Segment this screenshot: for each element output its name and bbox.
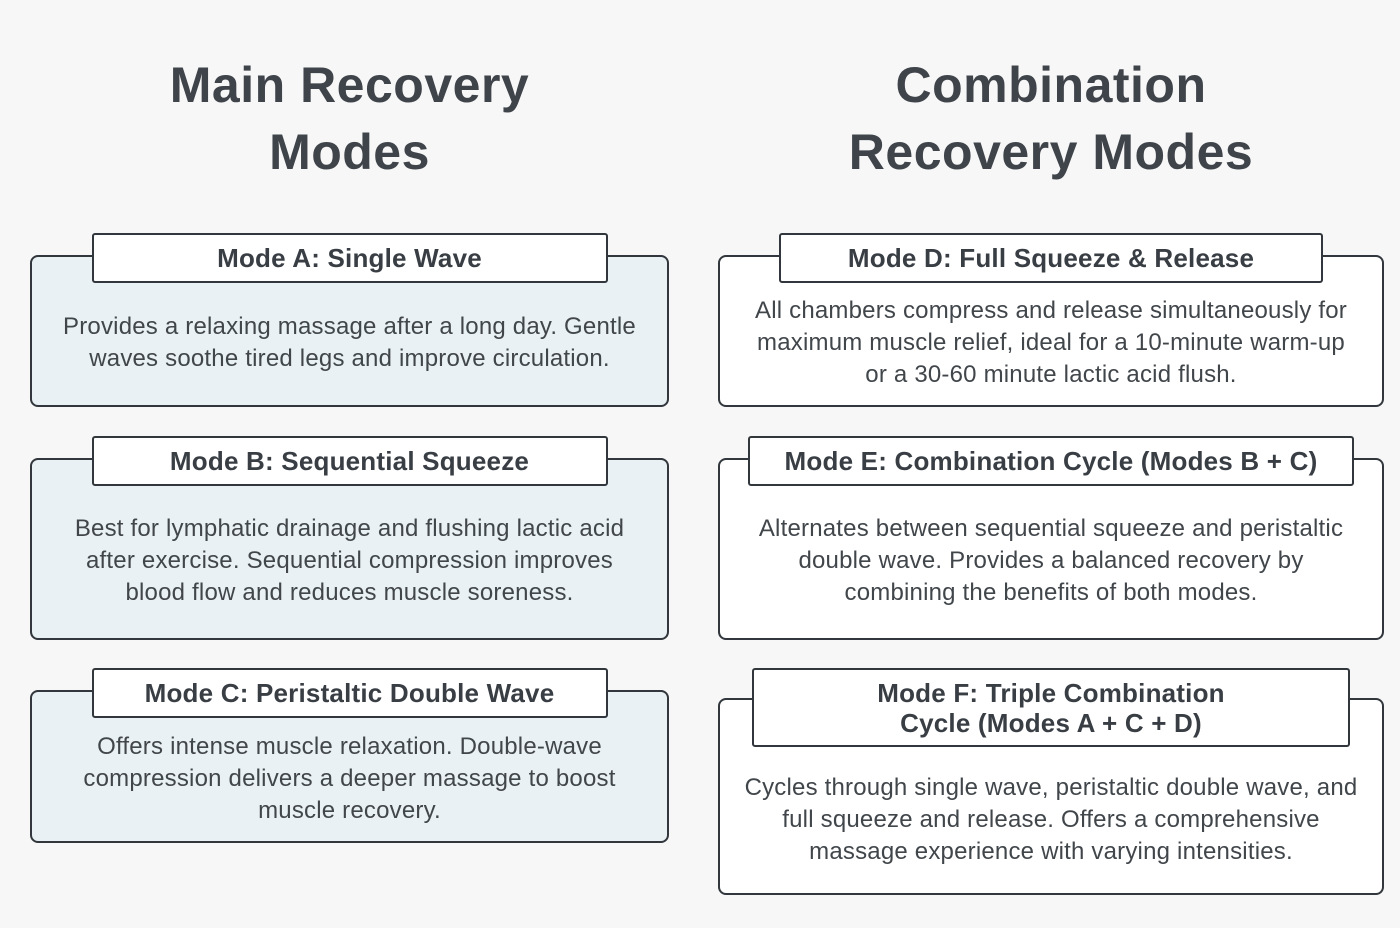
mode-c-block: Offers intense muscle relaxation. Double… [30, 668, 669, 843]
mode-e-card: Alternates between sequential squeeze an… [718, 458, 1384, 640]
mode-c-title: Mode C: Peristaltic Double Wave [144, 678, 555, 708]
left-column-title: Main Recovery Modes [169, 57, 530, 180]
mode-e-block: Alternates between sequential squeeze an… [718, 436, 1384, 640]
mode-c-description: Offers intense muscle relaxation. Double… [83, 732, 616, 824]
mode-f-block: Cycles through single wave, peristaltic … [718, 668, 1384, 895]
mode-b-block: Best for lymphatic drainage and flushing… [30, 436, 669, 640]
mode-a-header: Mode A: Single Wave [91, 233, 608, 283]
mode-b-title: Mode B: Sequential Squeeze [169, 446, 530, 476]
mode-d-title: Mode D: Full Squeeze & Release [847, 243, 1255, 273]
mode-f-description: Cycles through single wave, peristaltic … [744, 773, 1358, 865]
mode-f-header: Mode F: Triple Combination Cycle (Modes … [752, 668, 1350, 747]
mode-a-block: Provides a relaxing massage after a long… [30, 233, 669, 407]
mode-e-description: Alternates between sequential squeeze an… [758, 515, 1344, 606]
mode-f-title: Mode F: Triple Combination Cycle (Modes … [877, 677, 1225, 738]
mode-d-header: Mode D: Full Squeeze & Release [779, 233, 1323, 283]
mode-e-title: Mode E: Combination Cycle (Modes B + C) [784, 446, 1318, 476]
mode-b-description: Best for lymphatic drainage and flushing… [74, 515, 625, 606]
mode-a-description: Provides a relaxing massage after a long… [63, 313, 636, 372]
right-column-title: Combination Recovery Modes [848, 57, 1254, 180]
mode-b-header: Mode B: Sequential Squeeze [91, 436, 608, 486]
mode-d-description: All chambers compress and release simult… [755, 297, 1347, 388]
mode-d-block: All chambers compress and release simult… [718, 233, 1384, 407]
mode-c-header: Mode C: Peristaltic Double Wave [91, 668, 608, 718]
mode-e-header: Mode E: Combination Cycle (Modes B + C) [748, 436, 1354, 486]
mode-a-title: Mode A: Single Wave [217, 243, 482, 273]
